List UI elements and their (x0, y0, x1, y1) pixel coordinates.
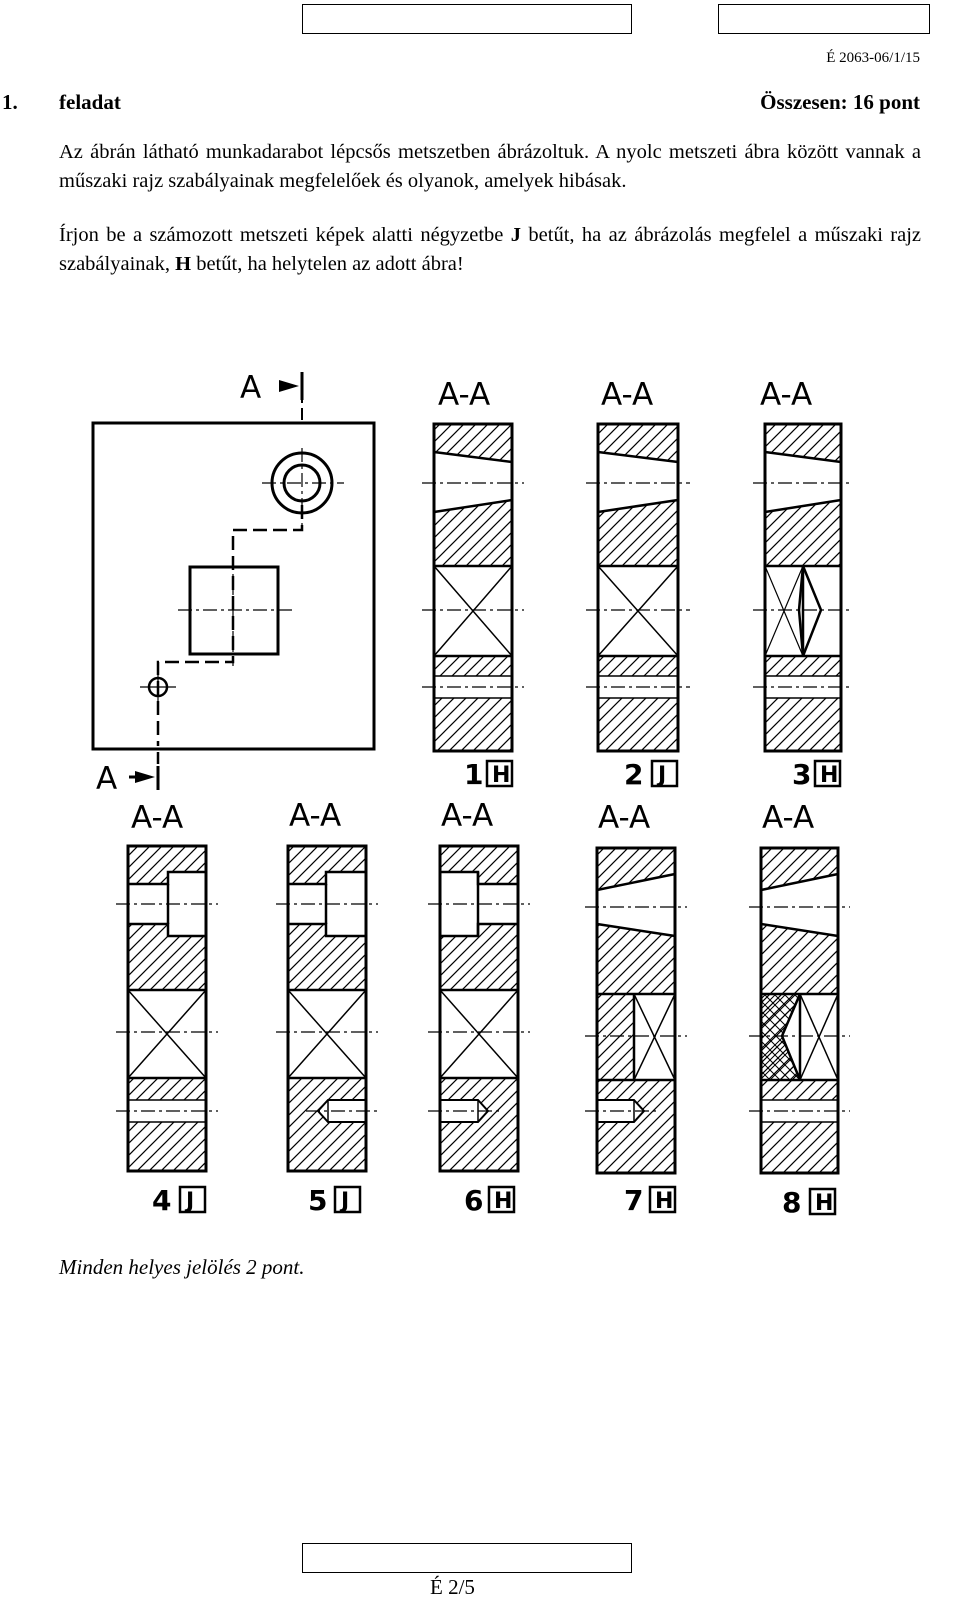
section-8-answer: H (815, 1191, 833, 1216)
section-3-answer: H (820, 763, 838, 788)
letter-j: J (510, 224, 522, 246)
instruction-paragraph-2: Írjon be a számozott metszeti képek alat… (59, 224, 922, 275)
section-7-title: A-A (598, 800, 650, 836)
section-5-answer: J (339, 1189, 349, 1214)
plan-view (91, 372, 376, 790)
document-code: É 2063-06/1/15 (826, 50, 920, 66)
section-2-title: A-A (601, 377, 653, 413)
section-view-8 (749, 846, 850, 1175)
section-7-number: 7 (624, 1184, 643, 1217)
section-8-title: A-A (762, 800, 814, 836)
total-points: Összesen: 16 pont (760, 90, 920, 114)
header-name-box-right (718, 4, 930, 34)
section-4-answer-box[interactable] (178, 1185, 207, 1214)
section-view-6 (428, 844, 530, 1173)
section-6-number: 6 (464, 1184, 483, 1217)
section-3-answer-box[interactable] (813, 759, 842, 788)
page-number: É 2/5 (430, 1575, 475, 1599)
section-7-answer: H (655, 1189, 673, 1214)
section-view-7 (585, 846, 687, 1175)
section-view-5 (276, 844, 378, 1173)
section-8-answer-box[interactable] (808, 1187, 837, 1216)
plan-label-a-bottom: A (96, 761, 117, 797)
section-1-answer: H (492, 763, 510, 788)
section-7-answer-box[interactable] (648, 1185, 677, 1214)
section-1-answer-box[interactable] (485, 759, 514, 788)
header-name-box-left (302, 4, 632, 34)
section-2-answer: J (656, 763, 666, 788)
section-view-2 (586, 422, 690, 753)
section-view-4 (116, 844, 218, 1173)
section-6-answer: H (494, 1189, 512, 1214)
section-3-number: 3 (792, 758, 811, 791)
section-6-answer-box[interactable] (487, 1185, 516, 1214)
section-5-title: A-A (289, 798, 341, 834)
plan-label-a-top: A (240, 370, 261, 406)
section-4-answer: J (184, 1189, 194, 1214)
letter-h: H (175, 253, 192, 275)
section-1-number: 1 (464, 758, 483, 791)
section-6-title: A-A (441, 798, 493, 834)
footer-box (302, 1543, 632, 1573)
instruction-paragraph-1: Az ábrán látható munkadarabot lépcsős me… (59, 141, 921, 192)
section-2-answer-box[interactable] (650, 759, 679, 788)
section-view-1 (422, 422, 524, 753)
scoring-note: Minden helyes jelölés 2 pont. (59, 1255, 305, 1279)
task-label: feladat (59, 90, 121, 114)
section-5-number: 5 (308, 1184, 327, 1217)
section-4-number: 4 (152, 1184, 171, 1217)
task-number: 1. (2, 90, 18, 114)
section-view-3 (753, 422, 853, 753)
section-5-answer-box[interactable] (333, 1185, 362, 1214)
section-2-number: 2 (624, 758, 643, 791)
section-1-title: A-A (438, 377, 490, 413)
section-3-title: A-A (760, 377, 812, 413)
section-4-title: A-A (131, 800, 183, 836)
section-8-number: 8 (782, 1186, 801, 1219)
